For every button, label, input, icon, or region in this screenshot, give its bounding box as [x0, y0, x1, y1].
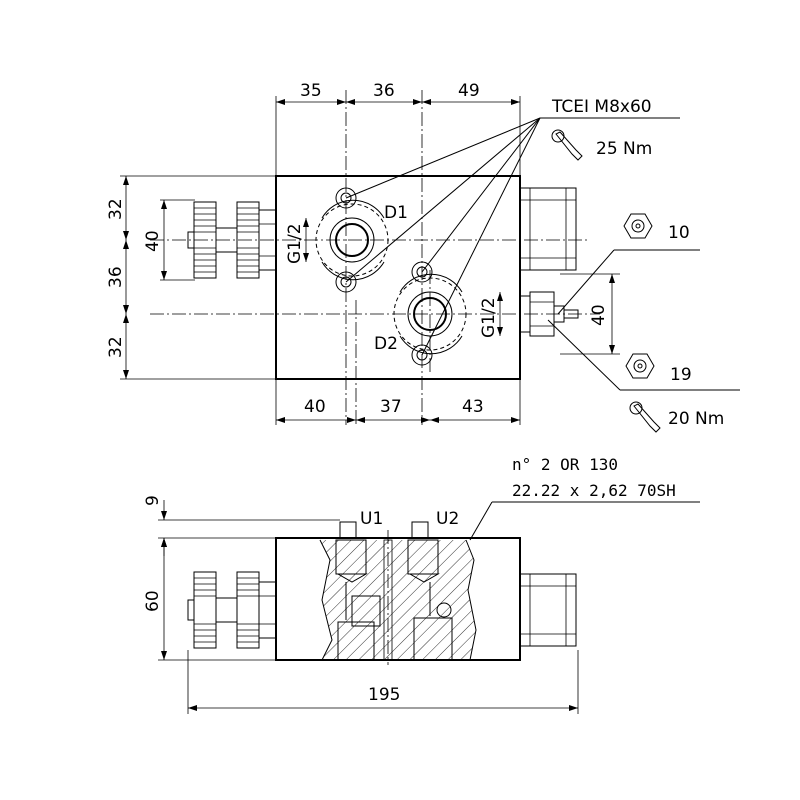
hex-nut-icon-small: [623, 213, 653, 239]
wrench-icon: [551, 129, 583, 161]
dim-top-2: 36: [373, 81, 395, 101]
port-d2-drawing: [393, 261, 467, 366]
thread-label-2: G1/2: [479, 297, 499, 338]
knob-assembly-top: [187, 201, 277, 279]
plug-top: [519, 291, 579, 337]
port-u1-label: U1: [360, 509, 383, 529]
dim-length: 195: [368, 685, 400, 705]
dim-bottom-2: 37: [380, 397, 402, 417]
top-view: 35 36 49 40 37 43 32 36 32 40: [106, 81, 740, 433]
torque-bolts-label: 25 Nm: [596, 139, 652, 159]
dim-left-3: 32: [106, 336, 126, 358]
hex-fitting-side: [519, 573, 577, 647]
dim-bottom-1: 40: [304, 397, 326, 417]
nut-small-label: 10: [668, 223, 690, 243]
dim-left-2: 36: [106, 266, 126, 288]
valve-body-top: [275, 175, 521, 380]
port-u2-label: U2: [436, 509, 459, 529]
dim-top-3: 49: [458, 81, 480, 101]
oring-line-2: 22.22 x 2,62 70SH: [512, 481, 676, 500]
dim-bottom-3: 43: [462, 397, 484, 417]
bolts-label: TCEI M8x60: [551, 97, 652, 117]
dim-top-1: 35: [300, 81, 322, 101]
oring-line-1: n° 2 OR 130: [512, 455, 618, 474]
dim-left-1: 32: [106, 198, 126, 220]
wrench-icon-plug: [629, 401, 661, 433]
knob-assembly-side: [187, 571, 277, 649]
torque-plug-label: 20 Nm: [668, 409, 724, 429]
port-d1-label: D1: [384, 203, 408, 223]
dim-right: 40: [589, 304, 609, 326]
nut-large-label: 19: [670, 365, 692, 385]
port-d2-label: D2: [374, 334, 398, 354]
hex-nut-icon-large: [625, 353, 655, 379]
thread-label-1: G1/2: [285, 223, 305, 264]
port-d1-drawing: [315, 187, 389, 293]
hex-fitting-top: [519, 187, 577, 271]
side-view: 9 60: [143, 455, 700, 714]
dim-offset: 9: [143, 495, 163, 506]
dim-knob: 40: [143, 230, 163, 252]
dim-height: 60: [143, 590, 163, 612]
